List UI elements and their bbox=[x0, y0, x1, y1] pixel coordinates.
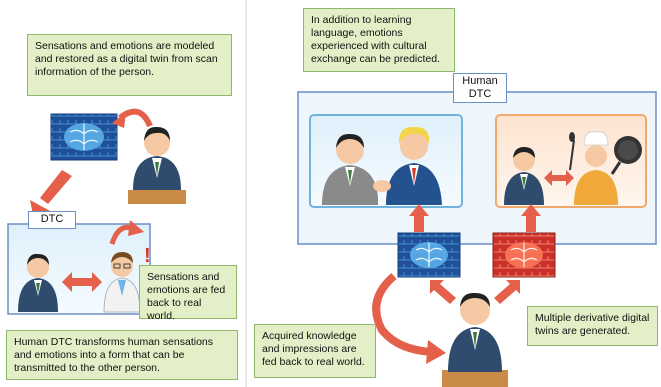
callout-scan-model: Sensations and emotions are modeled and … bbox=[27, 34, 232, 96]
arrow-up-to-handshake bbox=[409, 204, 429, 232]
person-dtc-right bbox=[103, 252, 141, 313]
double-arrow-cooking bbox=[544, 170, 574, 186]
curved-arrow-knowledge bbox=[372, 272, 433, 356]
person-central bbox=[442, 292, 508, 387]
callout-dtc-transform: Human DTC transforms human sensations an… bbox=[6, 330, 238, 380]
arrow-person-to-blue-brain bbox=[430, 280, 456, 304]
frying-pan-icon bbox=[610, 136, 642, 175]
handshake-hands bbox=[373, 180, 391, 192]
dtc-label: DTC bbox=[28, 211, 76, 229]
exclamation-icon: ! bbox=[144, 245, 151, 267]
callout-cultural-exchange: In addition to learning language, emotio… bbox=[303, 8, 455, 72]
person-dtc-left bbox=[18, 253, 58, 312]
human-dtc-label: Human DTC bbox=[453, 73, 507, 103]
person-cooking-left bbox=[504, 147, 544, 205]
callout-derivative-twins: Multiple derivative digital twins are ge… bbox=[527, 306, 658, 346]
person-scanned bbox=[128, 126, 186, 204]
person-handshake-left bbox=[322, 133, 378, 205]
chef-figure bbox=[569, 131, 618, 205]
callout-fed-back: Sensations and emotions are fed back to … bbox=[139, 265, 237, 322]
double-arrow-dtc bbox=[62, 272, 102, 292]
brain-tile-blue-left bbox=[50, 113, 118, 161]
callout-acquired-knowledge: Acquired knowledge and impressions are f… bbox=[254, 324, 376, 378]
person-handshake-right bbox=[386, 126, 442, 205]
brain-tile-red bbox=[492, 232, 556, 278]
arrow-person-to-red-brain bbox=[494, 280, 520, 304]
human-dtc-label-line1: Human bbox=[462, 75, 498, 87]
human-dtc-label-line2: DTC bbox=[468, 88, 492, 100]
brain-tile-blue-right bbox=[397, 232, 461, 278]
arrow-up-to-cooking bbox=[521, 204, 541, 232]
